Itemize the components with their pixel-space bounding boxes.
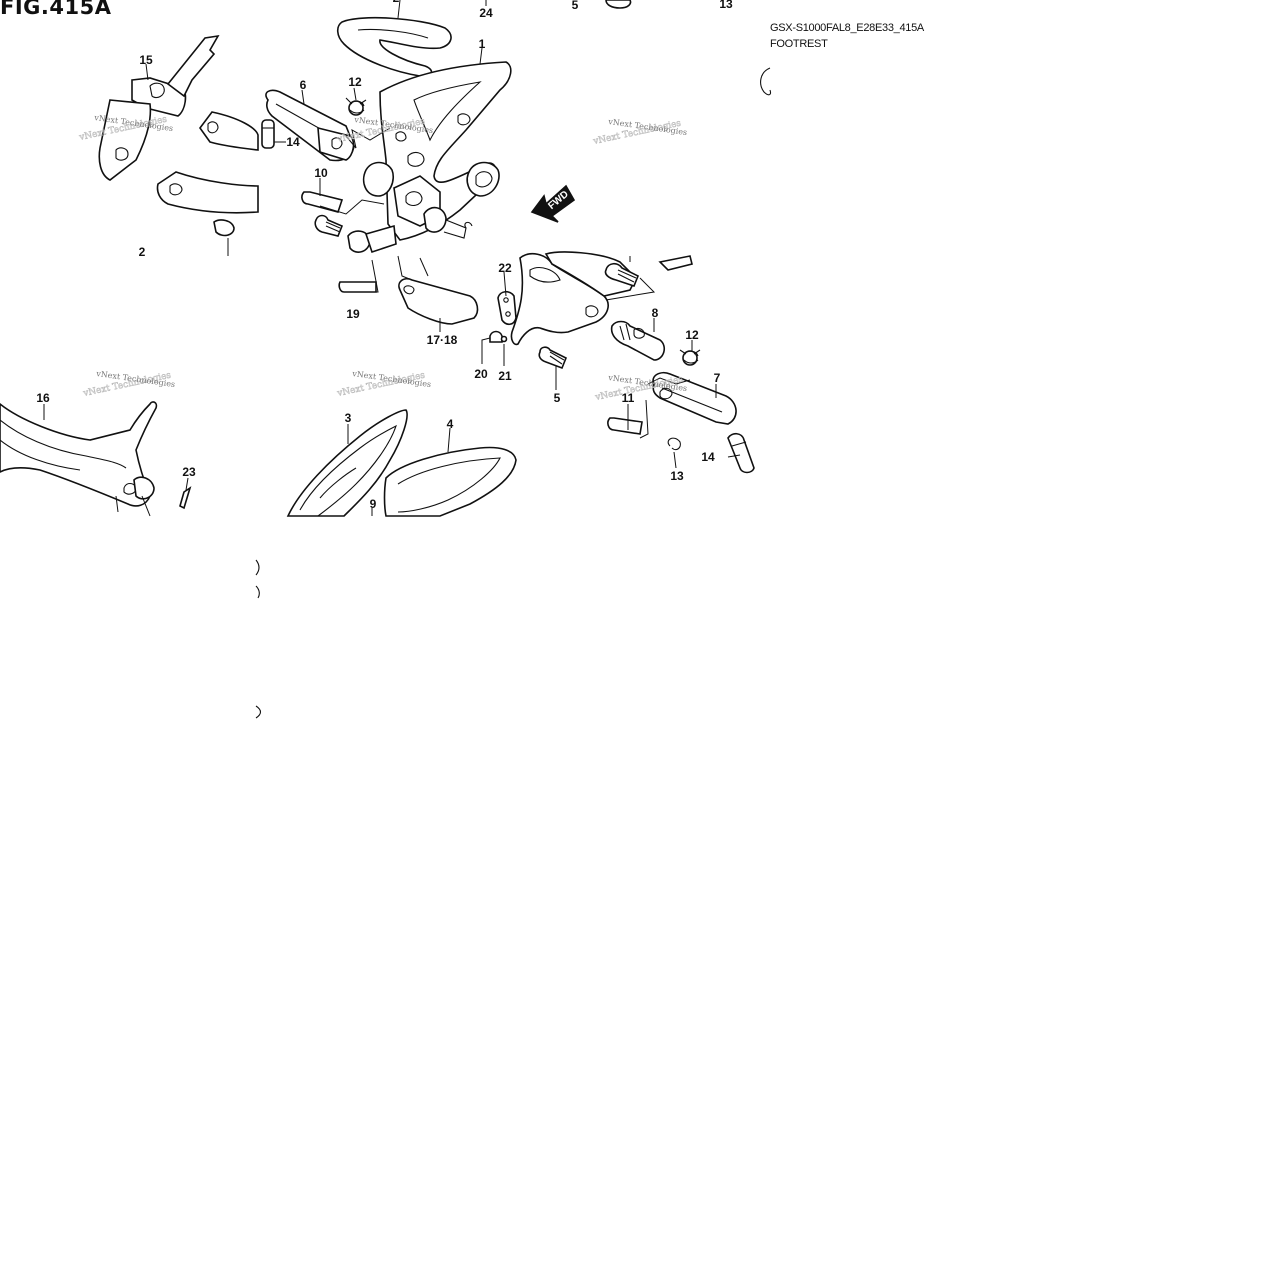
heel-plate-top-fragment [336, 16, 452, 78]
bolt-5-top-fragment [605, 0, 632, 9]
callout-3: 3 [345, 411, 352, 425]
callout-12-left: 12 [348, 75, 362, 89]
callout-14-right: 14 [701, 450, 715, 464]
pin-14-right [727, 432, 755, 474]
cotter-pin-23 [179, 486, 192, 510]
callout-10: 10 [314, 166, 328, 180]
callout-20: 20 [474, 367, 488, 381]
bolt-right-top [604, 262, 640, 287]
callout-1: 1 [479, 37, 486, 51]
screw-20 [489, 330, 503, 343]
model-code: GSX-S1000FAL8_E28E33_415A [770, 22, 924, 34]
callout-19: 19 [346, 307, 360, 321]
section-name: FOOTREST [770, 38, 828, 50]
pin-10 [301, 191, 344, 213]
callout-7: 7 [714, 371, 721, 385]
return-spring-12-right [679, 349, 701, 366]
clamp-fragment-right [760, 67, 772, 96]
crop-edge-fragment [255, 559, 262, 719]
pin-19 [338, 281, 377, 293]
callout-11: 11 [622, 391, 635, 405]
callout-13-top: 13 [719, 0, 733, 11]
callout-5-mid: 5 [554, 391, 561, 405]
callout-13-right: 13 [670, 469, 684, 483]
bracket-left-2 [156, 111, 259, 256]
callout-6: 6 [300, 78, 307, 92]
leader-lines [43, 0, 741, 517]
callout-15: 15 [139, 53, 153, 67]
heel-guard-16 [0, 401, 158, 507]
bolt-left-mid [314, 214, 344, 237]
pedal-17-18 [398, 277, 479, 325]
pivot-block [347, 161, 467, 254]
callout-5-top: 5 [572, 0, 579, 12]
e-clip-left [464, 221, 473, 229]
callout-23: 23 [182, 465, 196, 479]
heel-plate-4 [383, 446, 517, 517]
callout-21: 21 [498, 369, 512, 383]
footpeg-7 [652, 371, 737, 425]
callout-16: 16 [36, 391, 50, 405]
footpeg-6 [265, 89, 355, 162]
callout-12-right: 12 [685, 328, 699, 342]
heel-plate-3 [286, 409, 408, 517]
callout-17-18: 17·18 [427, 333, 458, 347]
callout-9: 9 [370, 497, 377, 511]
bracket-22 [497, 290, 517, 326]
rear-bracket-right [510, 251, 693, 346]
callout-numbers: 2 24 5 13 1 15 6 12 14 10 2 19 17·18 22 … [36, 0, 733, 511]
peg-pivot-8 [610, 320, 666, 361]
figure-title: FIG.415A [0, 0, 112, 19]
pin-14-left [261, 119, 275, 149]
callout-4: 4 [447, 417, 454, 431]
callout-24: 24 [479, 6, 493, 20]
callout-2-left: 2 [139, 245, 146, 259]
washer-21 [500, 335, 508, 343]
pin-11 [607, 417, 643, 435]
fwd-arrow: FWD [530, 184, 576, 223]
callout-14-left: 14 [286, 135, 300, 149]
callout-2-top: 2 [393, 0, 400, 5]
callout-22: 22 [498, 261, 512, 275]
callout-8: 8 [652, 306, 659, 320]
heel-guard-15 [98, 34, 220, 181]
return-spring-12-left [345, 97, 367, 116]
e-clip-13-right [667, 437, 681, 451]
bolt-5-mid [538, 346, 568, 370]
